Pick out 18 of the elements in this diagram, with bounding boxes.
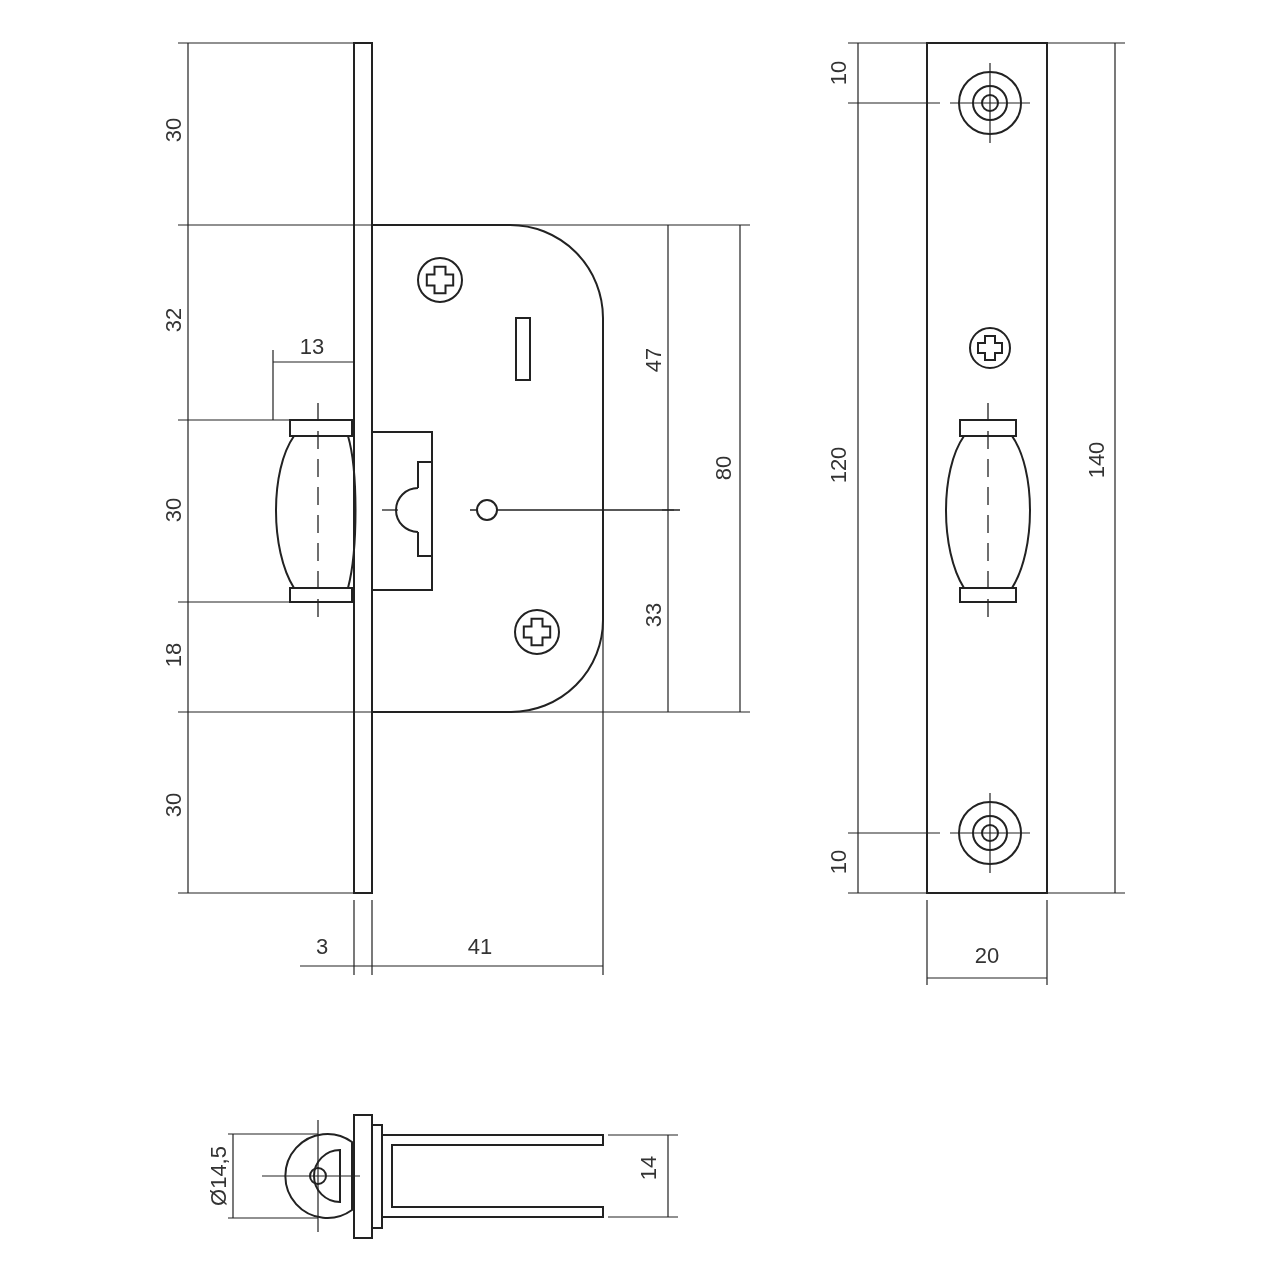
dimension-label: 41 xyxy=(467,933,493,959)
dimension-label: 3 xyxy=(315,933,329,959)
dimension-label: 30 xyxy=(160,792,186,818)
dimension-label: 120 xyxy=(825,446,851,484)
dimension-label: 14 xyxy=(635,1155,661,1181)
dimension-label: 140 xyxy=(1083,441,1109,479)
dimension-label: 18 xyxy=(160,642,186,668)
dimension-label: 33 xyxy=(640,602,666,628)
dimension-label: 10 xyxy=(825,849,851,875)
dimension-label: Ø14,5 xyxy=(205,1146,231,1206)
dimension-label: 30 xyxy=(160,497,186,523)
dimension-label: 80 xyxy=(710,455,736,481)
dimension-label: 30 xyxy=(160,117,186,143)
dimension-label: 47 xyxy=(640,347,666,373)
dimension-label: 13 xyxy=(299,333,325,359)
dimension-label: 32 xyxy=(160,307,186,333)
dimension-label: 10 xyxy=(825,60,851,86)
dimension-label: 20 xyxy=(974,942,1000,968)
